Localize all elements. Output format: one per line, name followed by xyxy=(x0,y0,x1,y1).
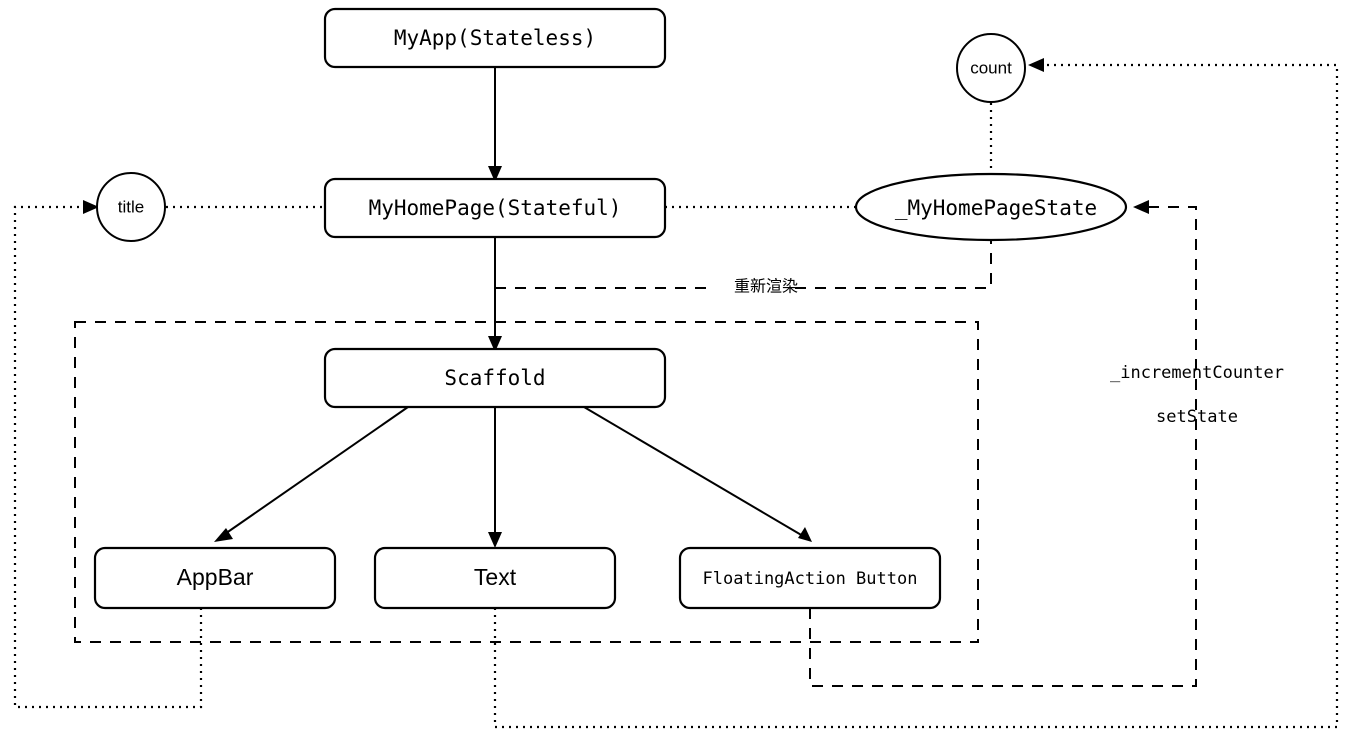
edge-label-increment-counter: _incrementCounter xyxy=(1110,363,1284,383)
node-myhomepage[interactable]: MyHomePage(Stateful) xyxy=(323,177,667,239)
node-state[interactable]: _MyHomePageState xyxy=(854,172,1128,242)
node-scaffold[interactable]: Scaffold xyxy=(323,347,667,409)
node-title[interactable]: title xyxy=(96,172,166,242)
edge-scaffold-to-text xyxy=(488,407,502,548)
node-count[interactable]: count xyxy=(956,33,1026,103)
edge-rerender xyxy=(495,240,992,300)
node-myapp[interactable]: MyApp(Stateless) xyxy=(323,7,667,69)
scaffold-subtree-container xyxy=(74,321,979,643)
edge-myhomepage-to-scaffold xyxy=(488,237,502,352)
edge-label-rerender: 重新渲染 xyxy=(734,277,798,296)
node-scaffold-label: Scaffold xyxy=(444,366,545,390)
node-appbar[interactable]: AppBar xyxy=(93,546,337,610)
edge-scaffold-to-fab xyxy=(583,406,812,542)
node-text[interactable]: Text xyxy=(373,546,617,610)
edge-text-to-count-loop xyxy=(493,58,1339,729)
edge-scaffold-to-appbar xyxy=(214,406,409,542)
node-text-label: Text xyxy=(474,564,517,590)
node-myhomepage-label: MyHomePage(Stateful) xyxy=(369,196,622,220)
edge-label-set-state: setState xyxy=(1156,407,1238,427)
node-floating-action-button-label: FloatingAction Button xyxy=(703,569,918,589)
node-state-label: _MyHomePageState xyxy=(895,196,1097,220)
node-floating-action-button[interactable]: FloatingAction Button xyxy=(678,546,942,610)
node-title-label: title xyxy=(118,197,144,216)
node-count-label: count xyxy=(970,58,1012,77)
edge-fab-to-state xyxy=(809,200,1197,687)
node-appbar-label: AppBar xyxy=(177,564,254,590)
edge-myapp-to-myhomepage xyxy=(488,67,502,182)
edge-appbar-to-title-loop xyxy=(13,200,203,709)
node-myapp-label: MyApp(Stateless) xyxy=(394,26,596,50)
